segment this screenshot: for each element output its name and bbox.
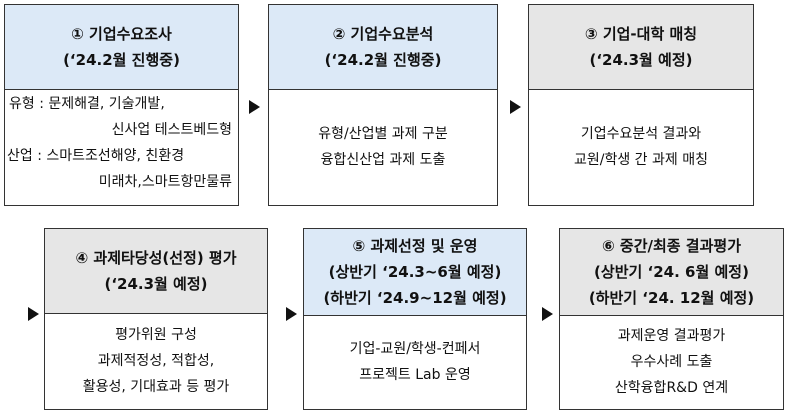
step-3-line-1: 기업수요분석 결과와 xyxy=(580,126,702,142)
step-5-title: ⑤ 과제선정 및 운영 xyxy=(352,237,478,255)
step-1-line-3: 산업 : 스마트조선해양, 친환경 xyxy=(7,148,185,164)
step-4-body: 평가위원 구성 과제적정성, 적합성, 활용성, 기대효과 등 평가 xyxy=(45,313,267,409)
step-1-title: ① 기업수요조사 xyxy=(71,25,172,43)
step-1-line-1: 유형 : 문제해결, 기술개발, xyxy=(9,96,165,112)
step-5-date-2: (하반기 ‘24.9~12월 예정) xyxy=(323,289,507,307)
step-3-box: ③ 기업-대학 매칭 (‘24.3월 예정) 기업수요분석 결과와 교원/학생 … xyxy=(528,4,754,206)
step-1-line-2: 신사업 테스트베드형 xyxy=(111,122,232,138)
step-5-box: ⑤ 과제선정 및 운영 (상반기 ‘24.3~6월 예정) (하반기 ‘24.9… xyxy=(303,228,527,410)
step-3-header: ③ 기업-대학 매칭 (‘24.3월 예정) xyxy=(529,5,753,90)
step-2-line-1: 유형/산업별 과제 구분 xyxy=(318,126,448,142)
arrow-5-6 xyxy=(542,307,553,321)
step-5-date-1: (상반기 ‘24.3~6월 예정) xyxy=(328,263,502,281)
arrow-2-3 xyxy=(510,100,521,114)
step-3-date: (‘24.3월 예정) xyxy=(589,51,693,69)
step-3-body: 기업수요분석 결과와 교원/학생 간 과제 매칭 xyxy=(529,89,753,205)
step-1-date: (‘24.2월 진행중) xyxy=(63,51,180,69)
step-6-line-3: 산학융합R&D 연계 xyxy=(614,380,729,396)
step-5-body: 기업-교원/학생-컨페서 프로젝트 Lab 운영 xyxy=(304,315,526,409)
step-5-header: ⑤ 과제선정 및 운영 (상반기 ‘24.3~6월 예정) (하반기 ‘24.9… xyxy=(304,229,526,316)
step-1-body: 유형 : 문제해결, 기술개발, 신사업 테스트베드형 산업 : 스마트조선해양… xyxy=(5,89,238,205)
step-2-line-2: 융합신산업 과제 도출 xyxy=(320,152,446,168)
step-2-box: ② 기업수요분석 (‘24.2월 진행중) 유형/산업별 과제 구분 융합신산업… xyxy=(268,4,498,206)
step-4-header: ④ 과제타당성(선정) 평가 (‘24.3월 예정) xyxy=(45,229,267,314)
step-6-date-2: (하반기 ‘24. 12월 예정) xyxy=(588,289,755,307)
arrow-1-2 xyxy=(249,100,260,114)
step-1-header: ① 기업수요조사 (‘24.2월 진행중) xyxy=(5,5,238,90)
step-4-line-2: 과제적정성, 적합성, xyxy=(97,353,215,369)
step-4-title: ④ 과제타당성(선정) 평가 xyxy=(75,249,237,267)
step-6-body: 과제운영 결과평가 우수사례 도출 산학융합R&D 연계 xyxy=(560,315,783,409)
step-6-date-1: (상반기 ‘24. 6월 예정) xyxy=(594,263,749,281)
step-6-line-1: 과제운영 결과평가 xyxy=(617,328,726,344)
step-4-box: ④ 과제타당성(선정) 평가 (‘24.3월 예정) 평가위원 구성 과제적정성… xyxy=(44,228,268,410)
step-1-line-4: 미래차,스마트항만물류 xyxy=(98,174,232,190)
step-2-header: ② 기업수요분석 (‘24.2월 진행중) xyxy=(269,5,497,90)
step-1-box: ① 기업수요조사 (‘24.2월 진행중) 유형 : 문제해결, 기술개발, 신… xyxy=(4,4,239,206)
step-5-line-1: 기업-교원/학생-컨페서 xyxy=(349,341,481,357)
step-4-date: (‘24.3월 예정) xyxy=(104,275,208,293)
step-6-box: ⑥ 중간/최종 결과평가 (상반기 ‘24. 6월 예정) (하반기 ‘24. … xyxy=(559,228,784,410)
step-6-header: ⑥ 중간/최종 결과평가 (상반기 ‘24. 6월 예정) (하반기 ‘24. … xyxy=(560,229,783,316)
step-3-title: ③ 기업-대학 매칭 xyxy=(584,25,698,43)
step-6-title: ⑥ 중간/최종 결과평가 xyxy=(601,237,742,255)
arrow-3-4 xyxy=(28,307,39,321)
step-2-body: 유형/산업별 과제 구분 융합신산업 과제 도출 xyxy=(269,89,497,205)
step-5-line-2: 프로젝트 Lab 운영 xyxy=(359,367,471,383)
step-4-line-3: 활용성, 기대효과 등 평가 xyxy=(82,379,230,395)
arrow-4-5 xyxy=(286,307,297,321)
step-3-line-2: 교원/학생 간 과제 매칭 xyxy=(574,152,708,168)
step-4-line-1: 평가위원 구성 xyxy=(115,327,197,343)
step-6-line-2: 우수사례 도출 xyxy=(630,354,713,370)
step-2-date: (‘24.2월 진행중) xyxy=(324,51,442,69)
step-2-title: ② 기업수요분석 xyxy=(332,25,434,43)
